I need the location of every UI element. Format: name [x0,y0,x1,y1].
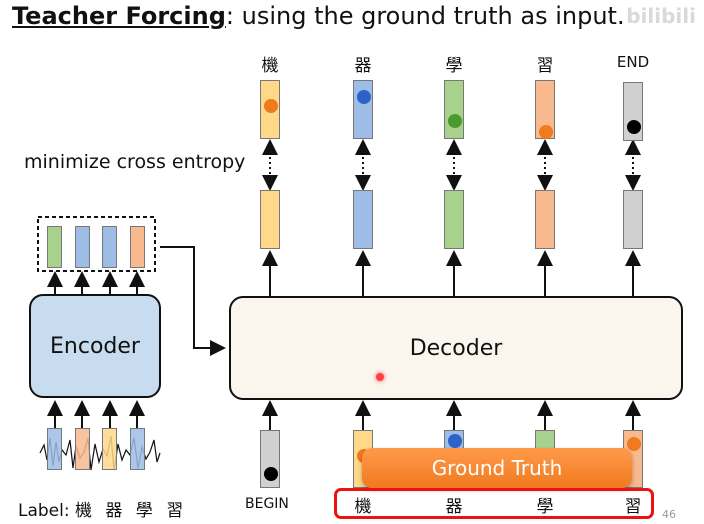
output-dist-2 [353,80,373,139]
input-dot-2 [448,434,462,448]
title-bold: Teacher Forcing [12,2,226,30]
output-token-1: 機 [261,56,279,76]
label-prefix: Label: [18,501,70,521]
output-dist-3 [444,80,464,139]
encoder-output-box [37,216,156,272]
decoder-output-end [623,190,643,249]
label-chars: 機 器 學 習 [75,501,188,521]
pointer-cursor-icon [376,373,384,381]
title-rest: : using the ground truth as input. [225,2,625,30]
output-token-end: END [616,53,650,71]
output-dist-4 [535,80,555,139]
encoder-input-4 [130,428,145,470]
encoder-vector-2 [75,226,90,268]
decoder-label: Decoder [409,336,503,361]
ground-truth-char-4: 習 [624,497,642,517]
decoder-input-begin [260,430,280,488]
ground-truth-banner: Ground Truth [362,448,632,488]
encoder-vector-1 [47,226,62,268]
encoder-input-1 [47,428,62,470]
ground-truth-char-2: 器 [445,497,463,517]
output-dot-4 [539,125,553,139]
output-dist-1 [260,80,280,139]
slide-title: Teacher Forcing: using the ground truth … [12,2,625,30]
decoder-output-1 [260,190,280,249]
decoder-block [229,296,683,400]
output-token-3: 學 [445,56,463,76]
decoder-output-3 [444,190,464,249]
output-dot-2 [357,90,371,104]
output-dot-1 [264,99,278,113]
begin-dot [264,467,278,481]
output-dot-3 [448,114,462,128]
page-number: 46 [662,508,676,521]
cross-entropy-annotation: minimize cross entropy [24,151,246,173]
output-token-2: 器 [354,56,372,76]
encoder-input-3 [102,428,117,470]
output-dist-end [623,82,643,141]
output-token-4: 習 [536,56,554,76]
begin-label: BEGIN [245,496,289,512]
ground-truth-char-1: 機 [354,497,372,517]
decoder-output-2 [353,190,373,249]
encoder-vector-4 [130,226,145,268]
output-dot-end [627,120,641,134]
decoder-output-4 [535,190,555,249]
encoder-input-2 [75,428,90,470]
encoder-vector-3 [102,226,117,268]
input-dot-4 [627,437,641,451]
label-caption: Label: 機 器 學 習 [18,496,187,521]
encoder-label: Encoder [50,334,140,359]
encoder-block [29,294,161,398]
watermark: bilibili [626,4,696,28]
ground-truth-highlight [334,488,654,519]
ground-truth-char-3: 學 [536,497,554,517]
